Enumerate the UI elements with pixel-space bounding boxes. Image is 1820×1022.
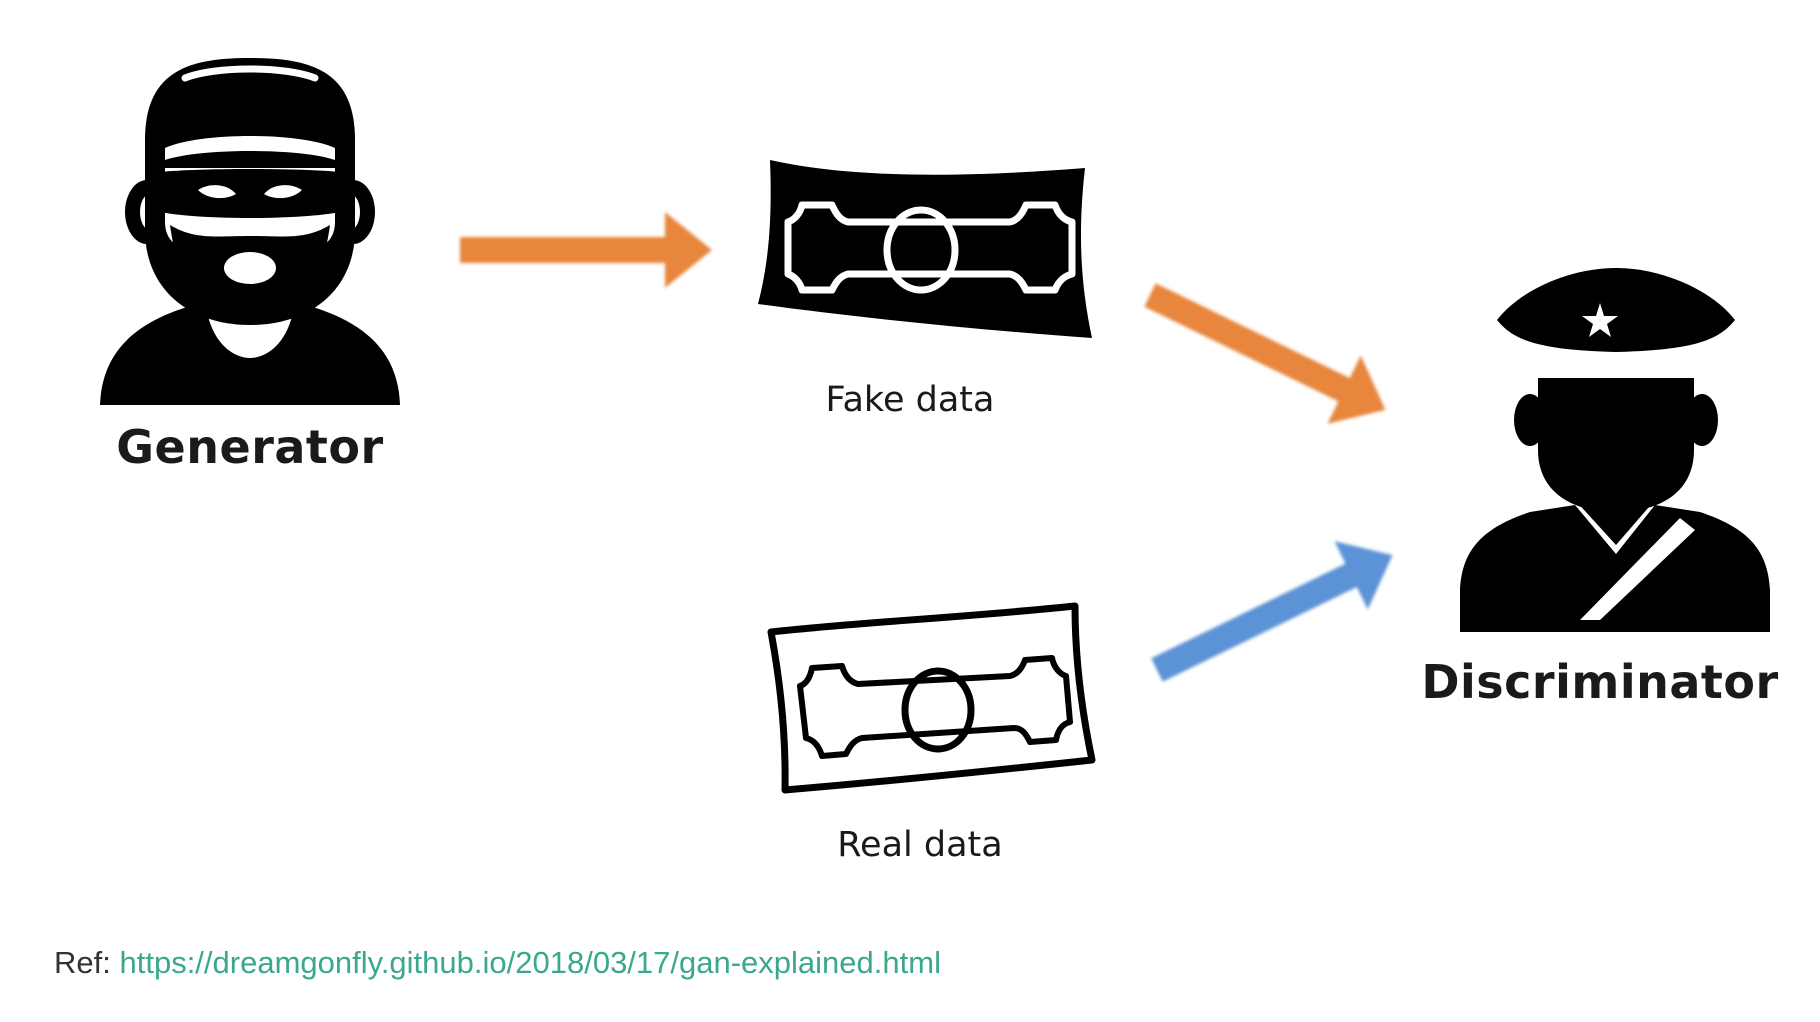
police-officer-icon	[1460, 268, 1770, 632]
fake-banknote-icon	[758, 160, 1092, 338]
robber-icon	[100, 58, 400, 405]
discriminator-label: Discriminator	[1421, 655, 1779, 709]
reference-line: Ref: https://dreamgonfly.github.io/2018/…	[54, 945, 941, 981]
fake-data-label: Fake data	[825, 380, 995, 420]
reference-prefix: Ref:	[54, 945, 111, 980]
real-banknote-icon	[767, 602, 1096, 794]
arrow-generator-to-fake	[460, 212, 712, 288]
reference-link[interactable]: https://dreamgonfly.github.io/2018/03/17…	[119, 945, 941, 980]
real-data-label: Real data	[837, 825, 1003, 865]
arrow-fake-to-discriminator	[1144, 283, 1386, 424]
arrow-real-to-discriminator	[1151, 541, 1393, 682]
generator-label: Generator	[116, 420, 384, 474]
